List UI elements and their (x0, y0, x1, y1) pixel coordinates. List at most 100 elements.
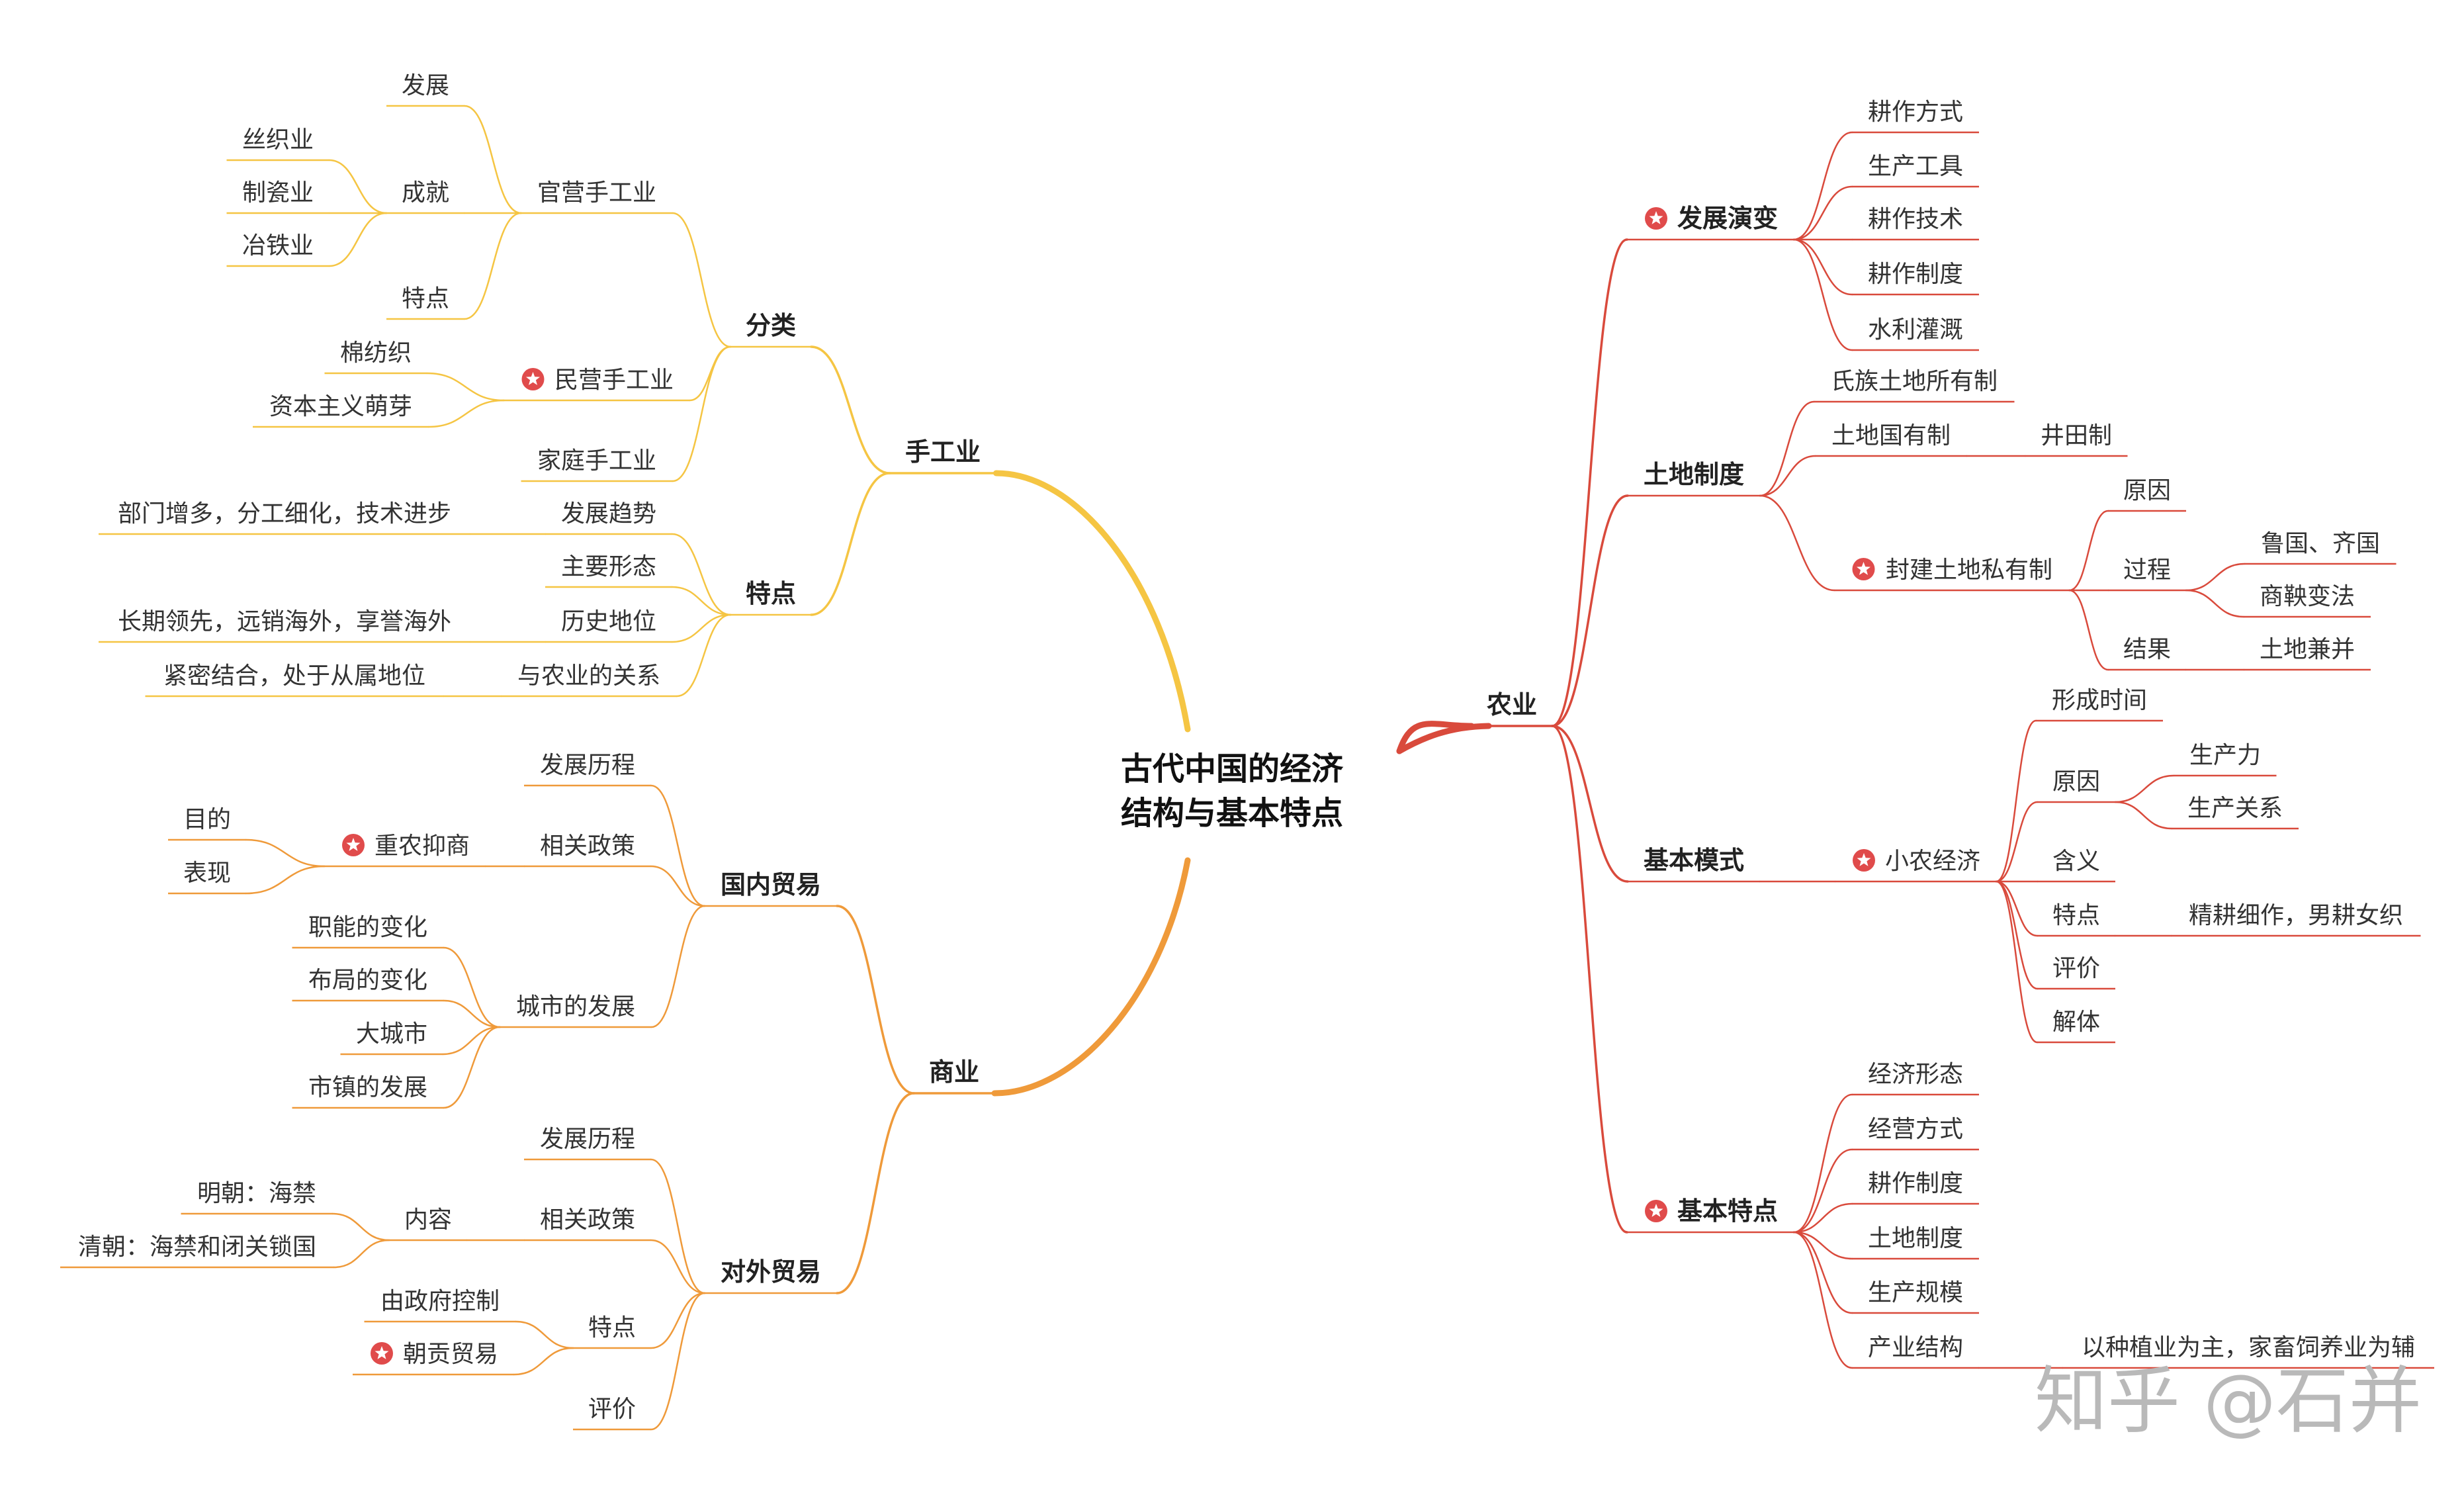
node-a_feat_v[interactable]: 精耕细作，男耕女织 (2189, 902, 2403, 929)
node-a_land3[interactable]: 封建土地私有制 (1852, 557, 2053, 584)
node-h_hist_v[interactable]: 长期领先，远销海外，享誉海外 (118, 608, 451, 635)
connector-a_land (1551, 494, 1629, 727)
node-c_layout[interactable]: 布局的变化 (308, 967, 427, 994)
node-a_time[interactable]: 形成时间 (2052, 687, 2147, 714)
node-c_tribute[interactable]: 朝贡贸易 (371, 1341, 498, 1368)
node-a_b3[interactable]: 耕作制度 (1868, 1170, 1963, 1197)
connector-h_off_dev (463, 105, 522, 214)
node-h_home[interactable]: 家庭手工业 (537, 447, 656, 474)
connector-a_result (2068, 589, 2109, 671)
node-h_hist[interactable]: 历史地位 (561, 608, 656, 635)
node-h_feat[interactable]: 特点 (746, 579, 796, 608)
node-c_ming[interactable]: 明朝：海禁 (197, 1180, 316, 1207)
node-c_dom[interactable]: 国内贸易 (721, 870, 821, 899)
node-c_zhongnong[interactable]: 重农抑商 (342, 833, 470, 860)
node-label: 职能的变化 (308, 914, 427, 941)
node-a_dissolve[interactable]: 解体 (2052, 1009, 2100, 1036)
node-a_prod[interactable]: 生产力 (2189, 742, 2261, 769)
node-a_rel[interactable]: 生产关系 (2187, 795, 2283, 822)
node-a_dev4[interactable]: 耕作制度 (1868, 261, 1963, 288)
node-h_rel_v[interactable]: 紧密结合，处于从属地位 (163, 662, 425, 690)
node-h_iron[interactable]: 冶铁业 (242, 232, 314, 259)
node-label: 井田制 (2041, 422, 2112, 449)
node-a_b2[interactable]: 经营方式 (1868, 1116, 1963, 1143)
node-c_gov[interactable]: 由政府控制 (380, 1288, 500, 1315)
node-label: 分类 (746, 311, 796, 340)
node-h_cotton[interactable]: 棉纺织 (340, 339, 412, 367)
node-a_eval[interactable]: 评价 (2052, 955, 2100, 982)
node-label: 相关政策 (540, 833, 635, 860)
node-a_process[interactable]: 过程 (2123, 557, 2171, 584)
node-h_private[interactable]: 民营手工业 (521, 367, 674, 394)
node-h_official[interactable]: 官营手工业 (537, 179, 656, 206)
node-a_meaning[interactable]: 含义 (2052, 848, 2100, 875)
node-label: 生产规模 (1868, 1279, 1963, 1306)
node-a_cause[interactable]: 原因 (2052, 768, 2100, 795)
connector-h_trend (671, 533, 732, 616)
connector-a_land2 (1759, 455, 1816, 497)
node-label: 基本特点 (1677, 1196, 1778, 1226)
connector-c_for_hist (650, 1158, 706, 1294)
node-c_for[interactable]: 对外贸易 (721, 1257, 821, 1286)
node-c_qing[interactable]: 清朝：海禁和闭关锁国 (78, 1234, 316, 1261)
node-agri[interactable]: 农业 (1487, 690, 1537, 719)
node-a_jianbing[interactable]: 土地兼并 (2260, 636, 2355, 663)
node-a_shangyang[interactable]: 商鞅变法 (2260, 583, 2355, 610)
node-c_show[interactable]: 表现 (183, 860, 231, 887)
node-a_b5[interactable]: 生产规模 (1868, 1279, 1963, 1306)
node-a_dev3[interactable]: 耕作技术 (1868, 206, 1963, 233)
node-h_off_ach[interactable]: 成就 (402, 179, 449, 206)
node-a_dev1[interactable]: 耕作方式 (1868, 99, 1963, 126)
node-h_porcelain[interactable]: 制瓷业 (242, 179, 314, 206)
connector-h_iron (328, 212, 388, 267)
node-c_bigcity[interactable]: 大城市 (356, 1020, 427, 1048)
node-a_feat[interactable]: 特点 (2052, 902, 2100, 929)
node-c_dom_pol[interactable]: 相关政策 (540, 833, 635, 860)
node-a_dev[interactable]: 发展演变 (1645, 204, 1778, 233)
node-h_class[interactable]: 分类 (746, 311, 796, 340)
node-a_dev5[interactable]: 水利灌溉 (1868, 316, 1963, 343)
node-a_land1[interactable]: 氏族土地所有制 (1831, 368, 1998, 395)
node-h_trend[interactable]: 发展趋势 (561, 500, 656, 527)
node-a_reason[interactable]: 原因 (2123, 477, 2171, 504)
node-c_for_pol[interactable]: 相关政策 (540, 1206, 635, 1234)
node-a_result[interactable]: 结果 (2123, 636, 2171, 663)
node-a_b6[interactable]: 产业结构 (1868, 1334, 1963, 1361)
node-h_off_dev[interactable]: 发展 (402, 72, 449, 99)
node-h_silk[interactable]: 丝织业 (242, 126, 314, 154)
node-c_for_hist[interactable]: 发展历程 (540, 1126, 635, 1153)
node-c_eval[interactable]: 评价 (588, 1396, 636, 1423)
node-a_land2[interactable]: 土地国有制 (1831, 422, 1951, 449)
node-h_capital[interactable]: 资本主义萌芽 (269, 393, 412, 420)
node-commerce[interactable]: 商业 (929, 1058, 979, 1087)
node-a_dev2[interactable]: 生产工具 (1868, 153, 1963, 180)
connector-agri (1396, 721, 1475, 754)
node-label: 耕作制度 (1868, 261, 1963, 288)
node-h_rel[interactable]: 与农业的关系 (517, 662, 660, 690)
node-c_town[interactable]: 市镇的发展 (308, 1074, 427, 1101)
node-c_dom_hist[interactable]: 发展历程 (540, 752, 635, 779)
node-label: 紧密结合，处于从属地位 (163, 662, 425, 690)
node-c_for_feat[interactable]: 特点 (588, 1314, 636, 1341)
node-handicraft[interactable]: 手工业 (905, 437, 981, 467)
node-c_func[interactable]: 职能的变化 (308, 914, 427, 941)
node-label: 手工业 (905, 437, 981, 467)
root-node[interactable]: 古代中国的经济 结构与基本特点 (1121, 750, 1344, 832)
node-h_form[interactable]: 主要形态 (561, 553, 656, 580)
node-c_purpose[interactable]: 目的 (183, 806, 231, 833)
node-a_small[interactable]: 小农经济 (1853, 848, 1980, 875)
node-a_jingtian[interactable]: 井田制 (2041, 422, 2112, 449)
node-a_b4[interactable]: 土地制度 (1868, 1225, 1963, 1252)
connector-h_rel (676, 613, 732, 698)
node-c_city[interactable]: 城市的发展 (516, 993, 635, 1020)
node-a_land[interactable]: 土地制度 (1644, 460, 1744, 489)
node-a_basic[interactable]: 基本特点 (1645, 1196, 1778, 1226)
node-h_off_feat[interactable]: 特点 (402, 285, 449, 312)
node-a_mode[interactable]: 基本模式 (1644, 846, 1744, 875)
node-a_b1[interactable]: 经济形态 (1868, 1061, 1963, 1088)
node-label: 生产工具 (1868, 153, 1963, 180)
node-h_trend_v[interactable]: 部门增多，分工细化，技术进步 (118, 500, 451, 527)
node-a_b6_v[interactable]: 以种植业为主，家畜饲养业为辅 (2082, 1334, 2415, 1361)
node-a_luguo[interactable]: 鲁国、齐国 (2261, 530, 2380, 557)
node-c_content[interactable]: 内容 (404, 1206, 452, 1234)
